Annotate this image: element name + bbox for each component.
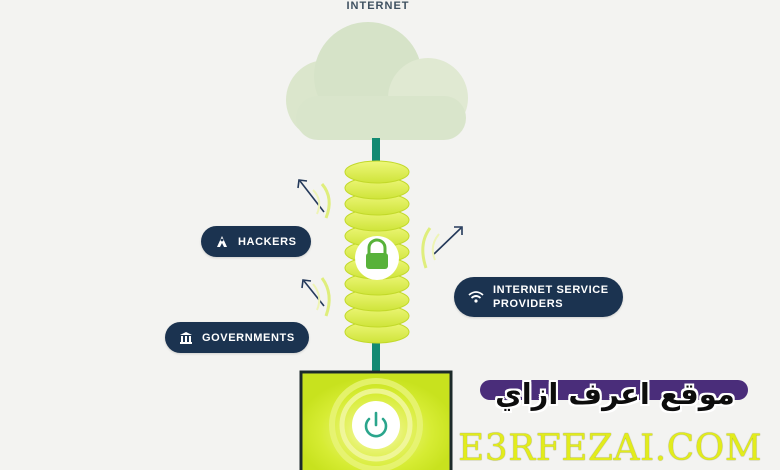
isp-label: INTERNET SERVICE PROVIDERS bbox=[493, 284, 609, 310]
lock-icon bbox=[355, 236, 399, 280]
hacker-icon bbox=[215, 235, 229, 249]
power-icon[interactable] bbox=[352, 401, 400, 449]
hacker-attack-arrow bbox=[297, 179, 331, 219]
isp-attack-arrow bbox=[421, 226, 463, 269]
wifi-icon bbox=[468, 290, 484, 304]
watermark-bar bbox=[480, 380, 748, 400]
hackers-label: HACKERS bbox=[238, 235, 297, 248]
governments-label: GOVERNMENTS bbox=[202, 331, 295, 344]
internet-label: INTERNET bbox=[346, 0, 410, 12]
watermark-arabic: موقع اعرف ازاي bbox=[495, 377, 735, 411]
tunnel-disc bbox=[344, 160, 410, 184]
governments-pill: GOVERNMENTS bbox=[165, 322, 309, 353]
government-building-icon bbox=[179, 331, 193, 345]
watermark-domain: E3RFEZAI.COM bbox=[458, 428, 763, 469]
isp-pill: INTERNET SERVICE PROVIDERS bbox=[454, 277, 623, 317]
hackers-pill: HACKERS bbox=[201, 226, 311, 257]
government-attack-arrow bbox=[301, 277, 331, 317]
internet-cloud bbox=[286, 22, 468, 140]
